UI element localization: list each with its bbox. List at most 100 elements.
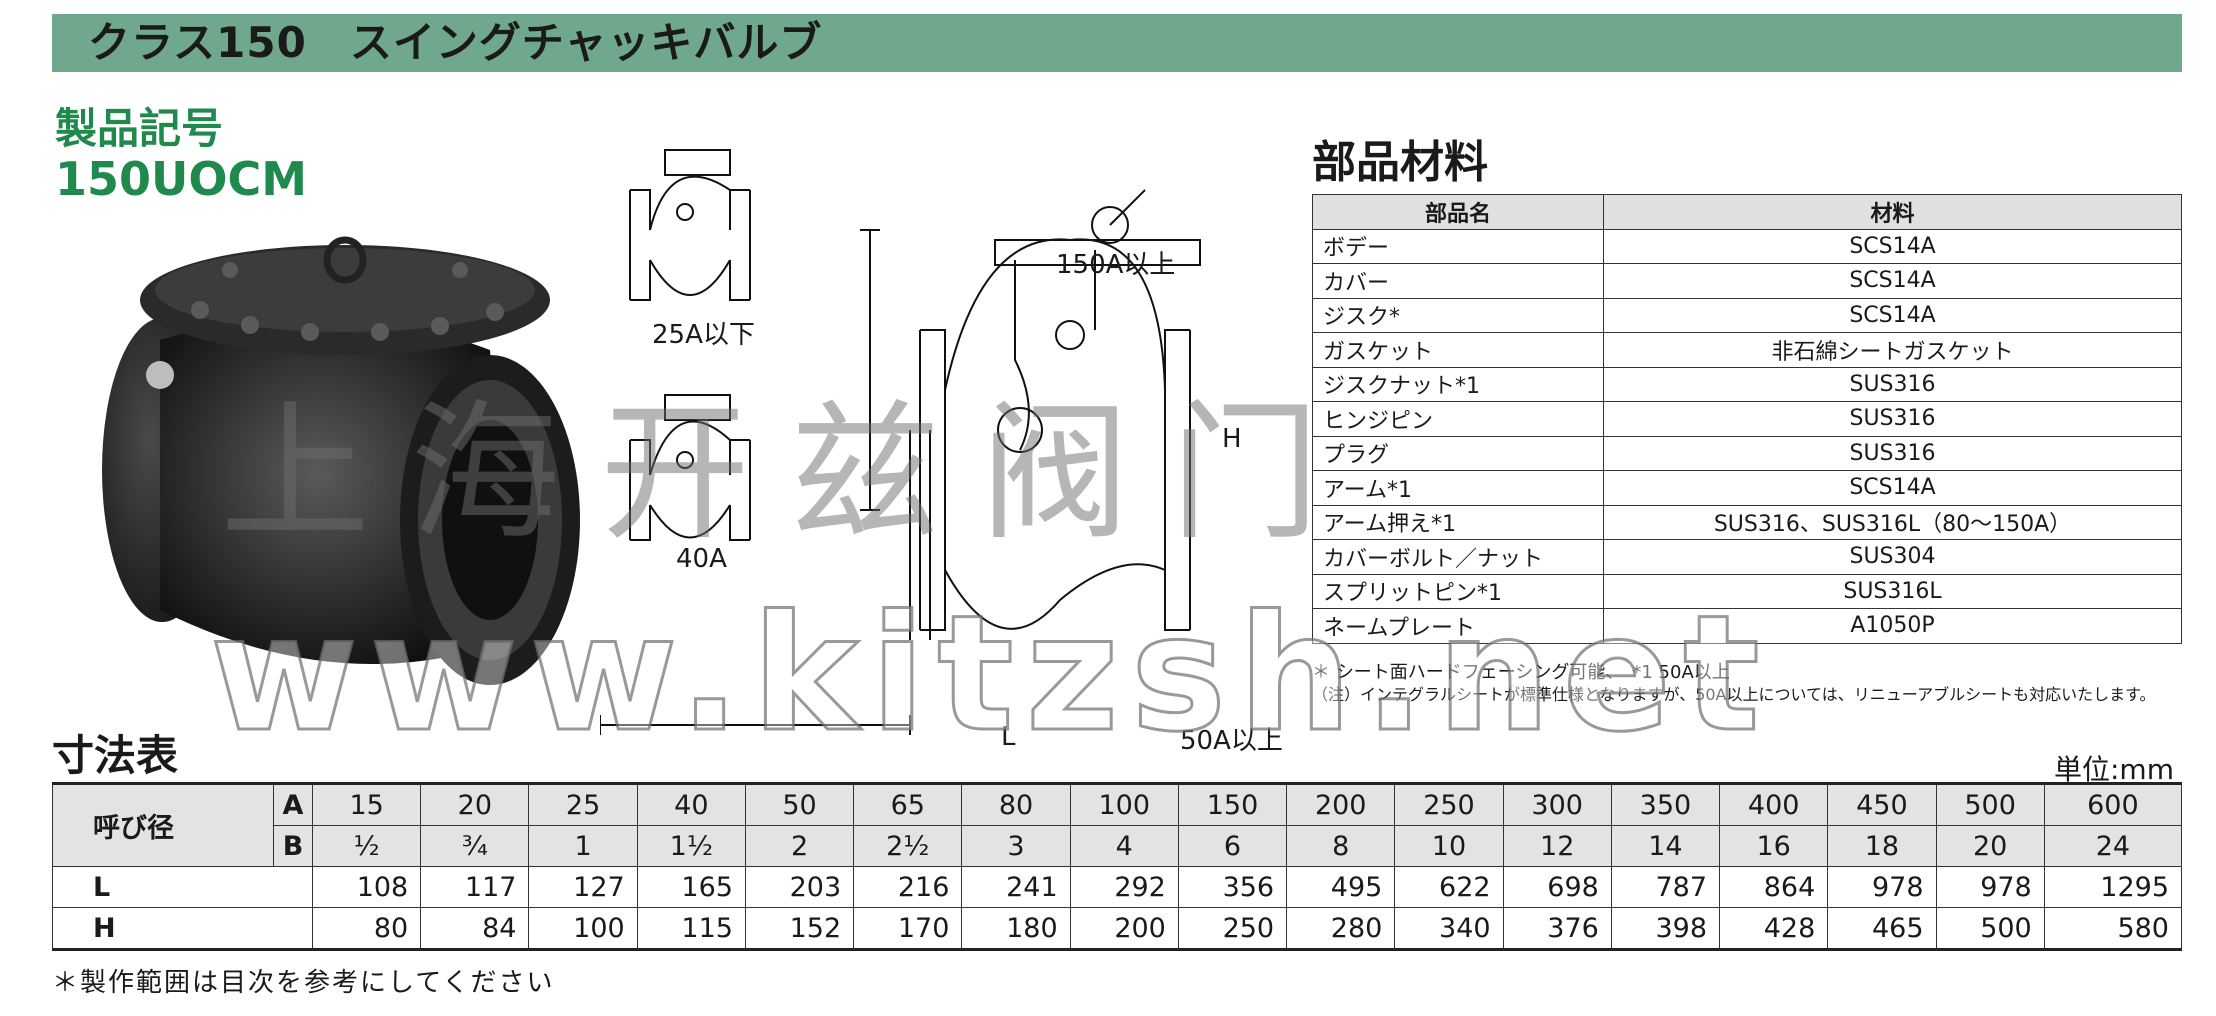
dim-b-cell: 2½ bbox=[853, 825, 963, 867]
row-h-label: H bbox=[52, 907, 313, 950]
dim-a-cell: 80 bbox=[961, 783, 1071, 826]
part-material: A1050P bbox=[1603, 608, 2182, 644]
dim-h-cell: 500 bbox=[1935, 907, 2045, 950]
dim-a-cell: 250 bbox=[1394, 783, 1504, 826]
page-title: クラス150 スイングチャッキバルブ bbox=[88, 18, 823, 67]
part-material: 非石綿シートガスケット bbox=[1603, 332, 2182, 368]
dim-l-cell: 117 bbox=[420, 866, 530, 908]
part-name: ジスク* bbox=[1312, 297, 1604, 333]
parts-note-1: ＊ シート面ハードフェーシング可能、 *1 50A以上 bbox=[1312, 662, 1730, 683]
dim-l-cell: 1295 bbox=[2043, 866, 2183, 908]
part-material: SCS14A bbox=[1603, 263, 2182, 299]
dim-a-cell: 500 bbox=[1935, 783, 2045, 826]
dim-b-cell: 3 bbox=[961, 825, 1071, 867]
dim-l-cell: 978 bbox=[1827, 866, 1937, 908]
nominal-size-label: 呼び径 bbox=[52, 783, 274, 867]
dim-a-cell: 100 bbox=[1069, 783, 1179, 826]
parts-header-row: 部品名 材料 bbox=[1312, 194, 2182, 230]
unit-label: 単位:mm bbox=[2054, 753, 2174, 786]
part-material: SUS316 bbox=[1603, 435, 2182, 471]
dim-b-cell: 10 bbox=[1394, 825, 1504, 867]
row-b-label: B bbox=[273, 825, 313, 867]
dim-a-cell: 350 bbox=[1610, 783, 1721, 826]
dim-a-cell: 150 bbox=[1177, 783, 1288, 826]
dim-b-cell: 1½ bbox=[636, 825, 746, 867]
dim-b-cell: 12 bbox=[1502, 825, 1612, 867]
dim-h-cell: 398 bbox=[1610, 907, 1721, 950]
valve-drawings bbox=[600, 149, 1201, 735]
part-material: SCS14A bbox=[1603, 228, 2182, 264]
parts-note-2: （注）インテグラルシートが標準仕様となりますが、50A以上については、リニューア… bbox=[1312, 685, 2156, 704]
row-l-label: L bbox=[52, 866, 313, 908]
dim-l-cell: 356 bbox=[1177, 866, 1288, 908]
dim-l-cell: 216 bbox=[853, 866, 963, 908]
part-name: ジスクナット*1 bbox=[1312, 366, 1604, 402]
dim-h-cell: 115 bbox=[636, 907, 746, 950]
dim-l-cell: 203 bbox=[744, 866, 855, 908]
label-dim-l: L bbox=[1001, 722, 1016, 752]
part-material: SUS316、SUS316L（80～150A） bbox=[1603, 504, 2182, 540]
dim-h-cell: 180 bbox=[961, 907, 1071, 950]
dim-h-cell: 80 bbox=[311, 907, 422, 950]
dimensions-heading: 寸法表 bbox=[52, 731, 179, 780]
dim-a-cell: 40 bbox=[636, 783, 746, 826]
dim-h-cell: 152 bbox=[744, 907, 855, 950]
dim-l-cell: 864 bbox=[1719, 866, 1829, 908]
dim-b-cell: 16 bbox=[1719, 825, 1829, 867]
dim-a-cell: 450 bbox=[1827, 783, 1937, 826]
dim-l-cell: 165 bbox=[636, 866, 746, 908]
part-name: ガスケット bbox=[1312, 332, 1604, 368]
dim-b-cell: 1 bbox=[528, 825, 638, 867]
dim-a-cell: 600 bbox=[2043, 783, 2183, 826]
title-bar bbox=[52, 14, 2182, 72]
dim-h-cell: 170 bbox=[853, 907, 963, 950]
dim-l-cell: 787 bbox=[1610, 866, 1721, 908]
dim-a-cell: 50 bbox=[744, 783, 855, 826]
product-code-value: 150UOCM bbox=[55, 152, 308, 206]
part-name: ボデー bbox=[1312, 228, 1604, 264]
part-name: スプリットピン*1 bbox=[1312, 573, 1604, 609]
part-material: SUS316 bbox=[1603, 401, 2182, 437]
dim-b-cell: 14 bbox=[1610, 825, 1721, 867]
dim-l-cell: 108 bbox=[311, 866, 422, 908]
dim-l-cell: 241 bbox=[961, 866, 1071, 908]
dim-a-cell: 15 bbox=[311, 783, 422, 826]
parts-row: ガスケット非石綿シートガスケット bbox=[1312, 332, 2182, 368]
dim-l-cell: 978 bbox=[1935, 866, 2045, 908]
dim-b-cell: 24 bbox=[2043, 825, 2183, 867]
dim-l-cell: 127 bbox=[528, 866, 638, 908]
part-material: SUS316 bbox=[1603, 366, 2182, 402]
dim-h-cell: 100 bbox=[528, 907, 638, 950]
dim-l-cell: 698 bbox=[1502, 866, 1612, 908]
dim-h-cell: 340 bbox=[1394, 907, 1504, 950]
dim-a-cell: 65 bbox=[853, 783, 963, 826]
watermark-url: www.kitzsh.net bbox=[209, 579, 1772, 769]
dim-a-cell: 400 bbox=[1719, 783, 1829, 826]
dim-a-cell: 300 bbox=[1502, 783, 1612, 826]
dim-b-cell: ¾ bbox=[420, 825, 530, 867]
label-50a: 50A以上 bbox=[1180, 726, 1283, 756]
parts-heading: 部品材料 bbox=[1312, 137, 1488, 188]
dim-a-cell: 25 bbox=[528, 783, 638, 826]
parts-col-material: 材料 bbox=[1603, 194, 2182, 230]
dim-a-cell: 20 bbox=[420, 783, 530, 826]
part-material: SCS14A bbox=[1603, 297, 2182, 333]
dim-b-cell: 2 bbox=[744, 825, 855, 867]
row-a-label: A bbox=[273, 783, 313, 826]
dim-l-cell: 495 bbox=[1286, 866, 1396, 908]
label-150a: 150A以上 bbox=[1056, 250, 1176, 280]
parts-col-name: 部品名 bbox=[1312, 194, 1604, 230]
dim-h-cell: 428 bbox=[1719, 907, 1829, 950]
label-25a: 25A以下 bbox=[652, 320, 755, 350]
